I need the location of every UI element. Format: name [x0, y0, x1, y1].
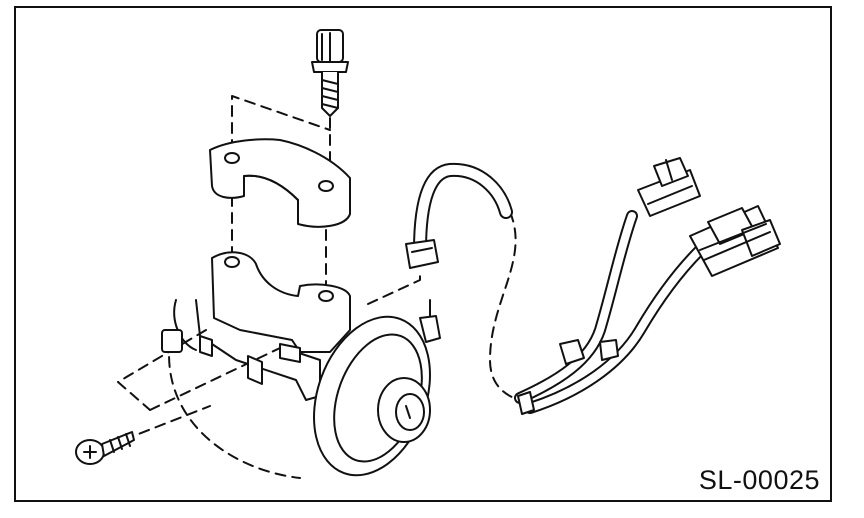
connector-a [637, 157, 701, 217]
bolt [311, 29, 349, 117]
upper-clamp [209, 138, 351, 228]
connector-b [689, 205, 781, 277]
steering-lock-body [161, 251, 351, 401]
figure-code: SL-00025 [698, 465, 820, 495]
wiring-harness [514, 210, 706, 415]
key-cylinder [313, 299, 441, 477]
small-harness-connector [405, 162, 513, 269]
screw [75, 431, 135, 465]
